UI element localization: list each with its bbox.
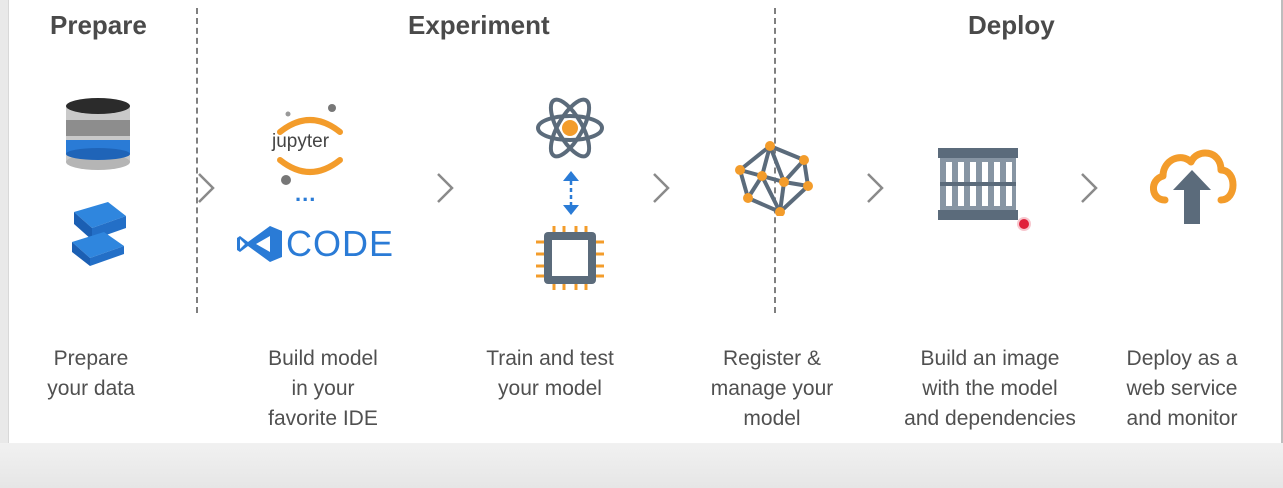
stage-heading-prepare: Prepare (50, 10, 147, 40)
step-caption-deploy: Deploy as a web service and monitor (1089, 344, 1275, 434)
caption-line: your data (47, 377, 135, 400)
chevron-right-icon (1081, 173, 1098, 203)
chip-icon (536, 226, 604, 290)
caption-line: Deploy as a (1126, 347, 1238, 370)
ellipsis: ... (295, 181, 317, 206)
caption-line: Train and test (486, 347, 614, 370)
chevron-right-icon (437, 173, 454, 203)
caption-line: Prepare (53, 347, 129, 370)
caption-line: and dependencies (904, 407, 1076, 430)
cursor-indicator (1019, 219, 1029, 229)
step-caption-build-image: Build an image with the model and depend… (880, 344, 1100, 434)
caption-line: your model (498, 377, 602, 400)
stage-divider-1 (196, 8, 198, 313)
code-wordmark: CODE (286, 223, 395, 264)
caption-line: web service (1126, 377, 1238, 400)
jupyter-icon (277, 104, 343, 185)
caption-line: favorite IDE (268, 407, 378, 430)
chevron-right-icon (198, 173, 215, 203)
chevron-right-icon (867, 173, 884, 203)
caption-line: Build model (268, 347, 378, 370)
step-caption-build-model: Build model in your favorite IDE (223, 344, 423, 434)
caption-line: model (743, 407, 801, 430)
bidirectional-arrow-icon (563, 171, 579, 215)
diagram-frame (8, 0, 1283, 443)
jupyter-wordmark: jupyter (272, 131, 330, 152)
atom-icon (536, 97, 604, 159)
database-icon (66, 98, 130, 170)
caption-line: in your (291, 377, 355, 400)
container-icon (938, 148, 1018, 220)
caption-line: manage your (710, 377, 834, 400)
step-caption-prepare-data: Prepare your data (0, 344, 191, 404)
caption-line: Register & (722, 347, 822, 370)
chevron-right-icon (653, 173, 670, 203)
caption-line: with the model (922, 377, 1058, 400)
azure-data-icon (72, 202, 126, 266)
vscode-icon (237, 226, 282, 262)
step-caption-register: Register & manage your model (672, 344, 872, 434)
caption-line: and monitor (1126, 407, 1238, 430)
caption-line: Build an image (920, 347, 1060, 370)
cloud-upload-icon (1150, 149, 1237, 224)
stage-heading-deploy: Deploy (968, 10, 1055, 40)
stage-heading-experiment: Experiment (408, 10, 550, 40)
step-caption-train-test: Train and test your model (450, 344, 650, 404)
bottom-bar (0, 443, 1283, 488)
network-graph-icon (735, 141, 813, 216)
